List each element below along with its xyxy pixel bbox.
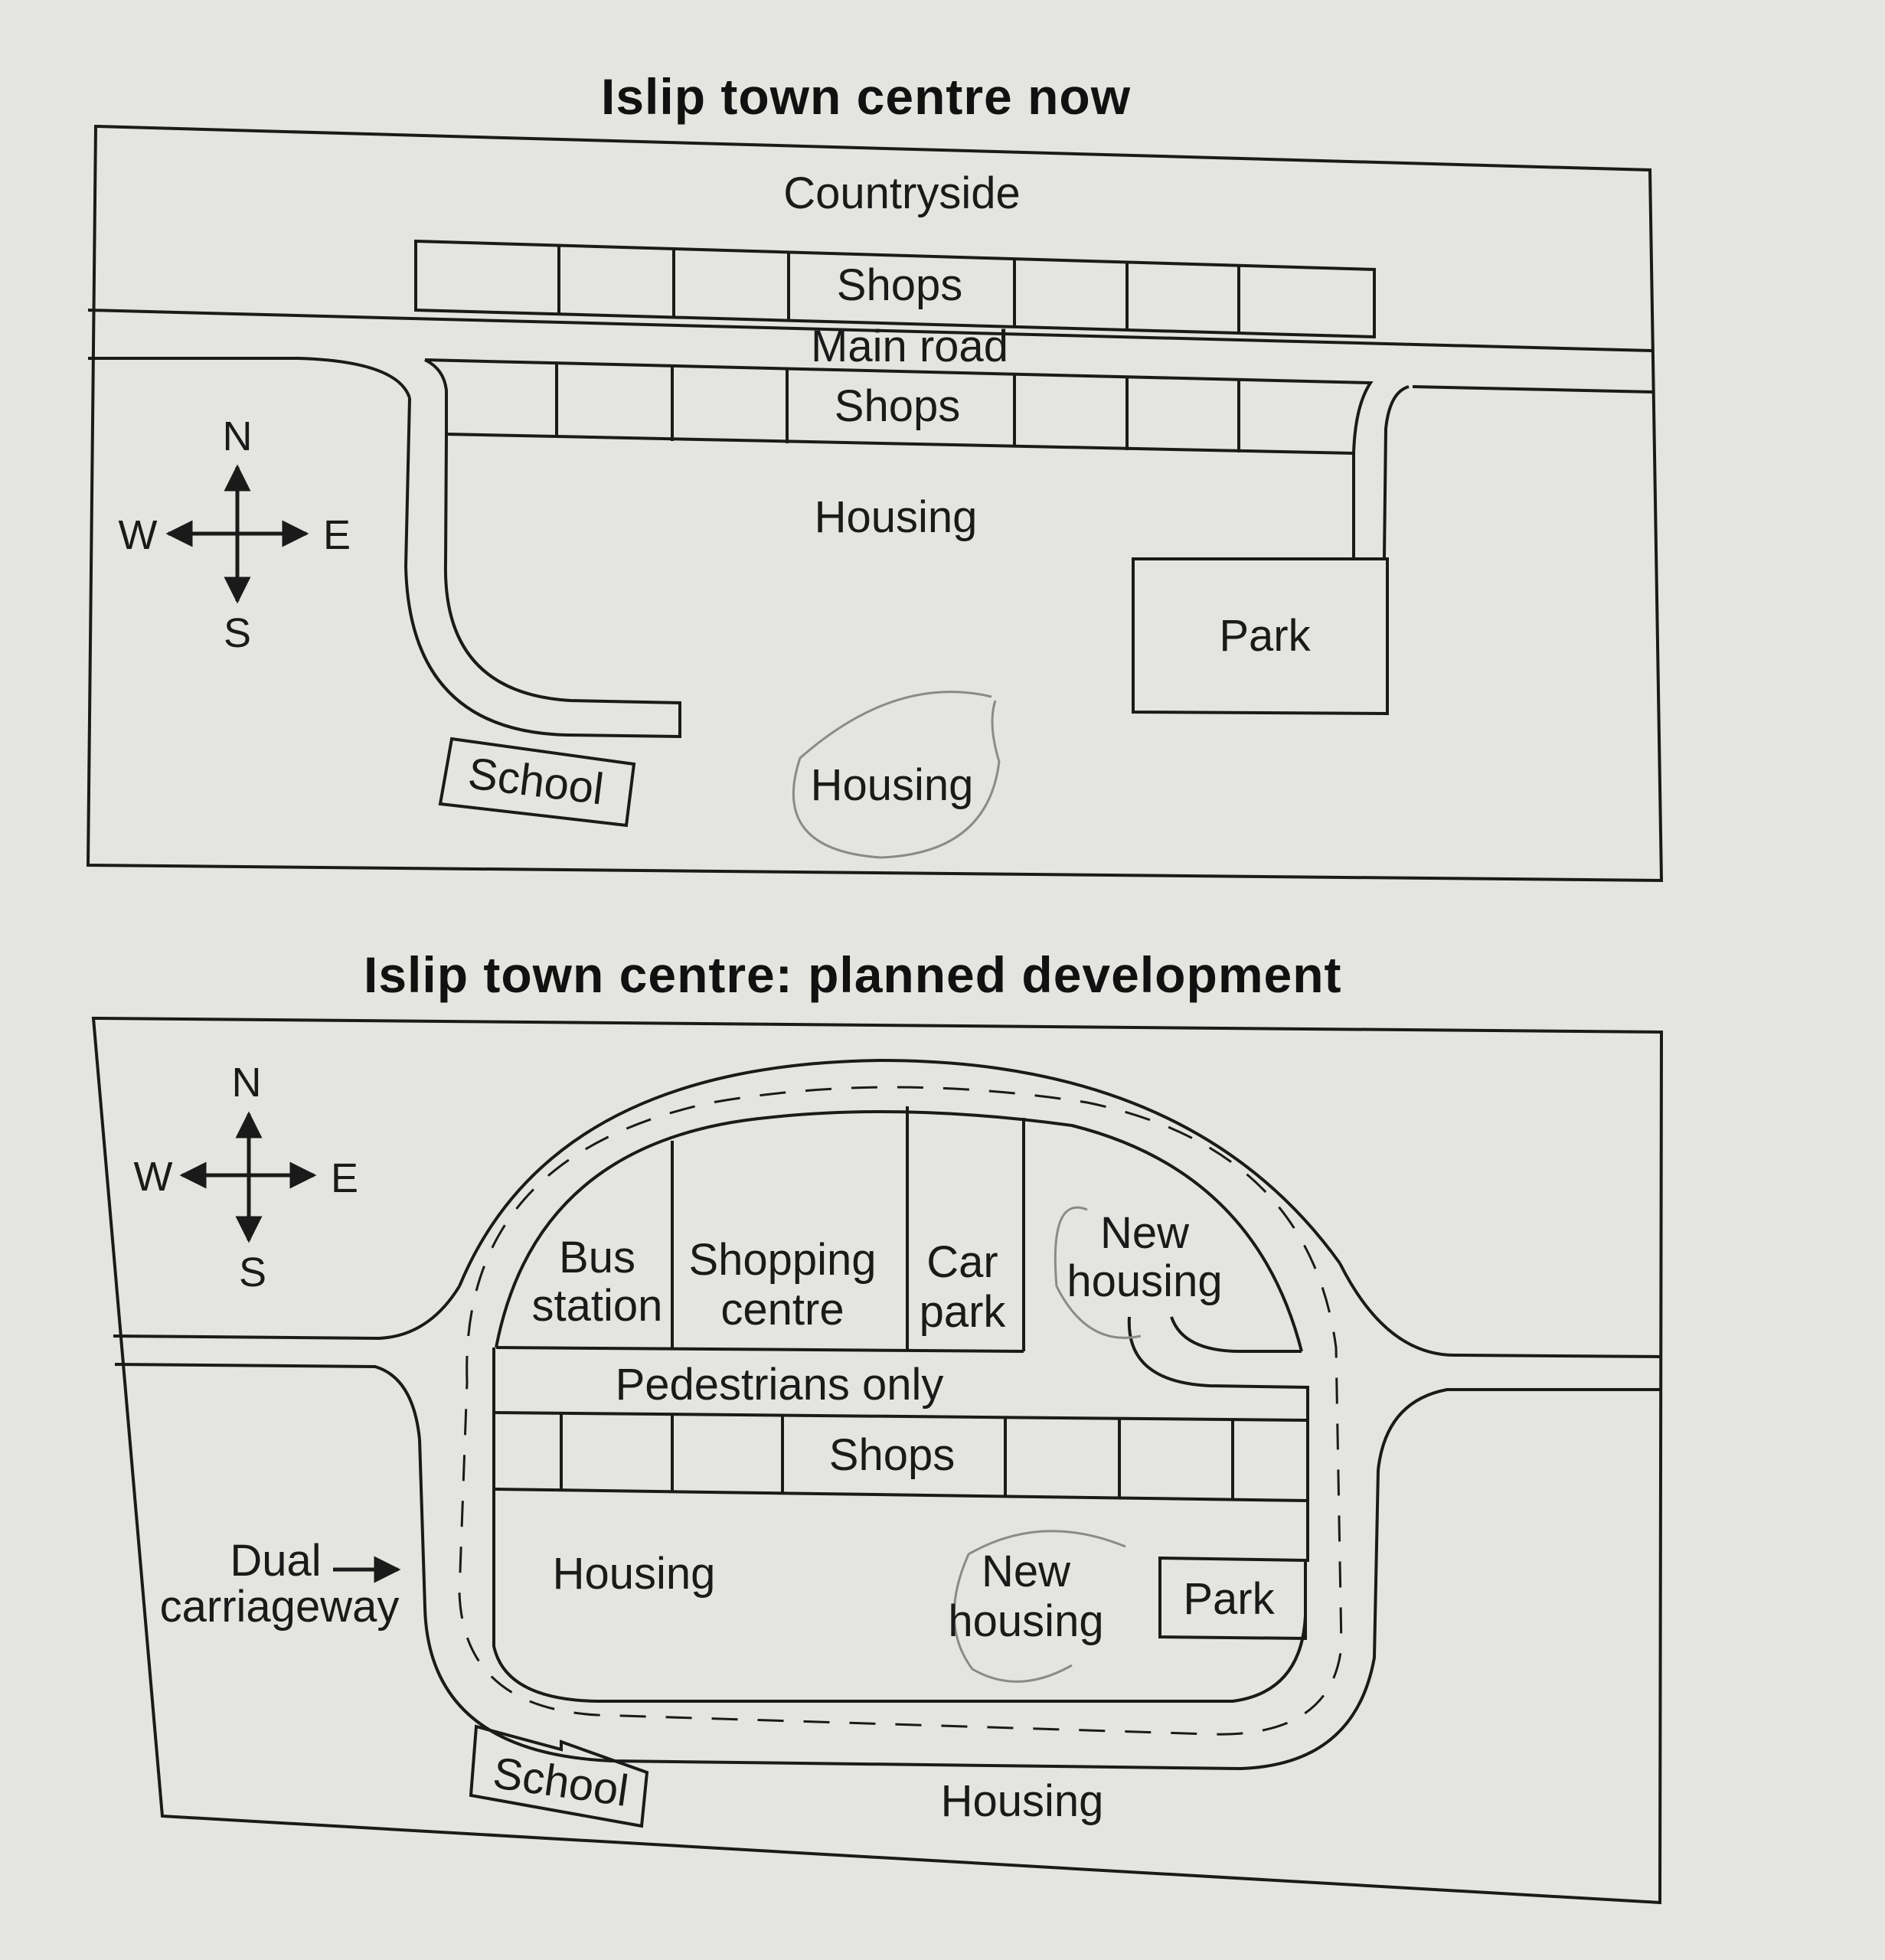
label-countryside: Countryside xyxy=(783,168,1020,218)
east-approach-road xyxy=(1338,1263,1662,1358)
pencil-circle-south xyxy=(952,1530,1126,1683)
compass-planned-e: E xyxy=(331,1155,358,1201)
label-new-housing-north-2: housing xyxy=(1067,1256,1222,1306)
main-road-south-edge-east xyxy=(1383,385,1410,558)
compass-now-n: N xyxy=(223,413,253,459)
school-now-box xyxy=(438,737,636,828)
label-new-housing-south-2: housing xyxy=(948,1596,1103,1646)
park-now-box xyxy=(1132,557,1389,716)
map-now-title: Islip town centre now xyxy=(601,68,1132,125)
main-road-north-edge xyxy=(87,309,1653,352)
label-bus-station-2: station xyxy=(532,1281,663,1331)
compass-planned xyxy=(179,1111,317,1243)
compass-planned-w: W xyxy=(134,1154,173,1200)
label-shops-planned: Shops xyxy=(829,1430,955,1480)
map-planned xyxy=(91,1016,1664,1905)
new-housing-north-block xyxy=(1127,1316,1309,1562)
inner-ring-south xyxy=(492,1493,1307,1703)
west-approach-road-south xyxy=(114,1363,421,1440)
compass-now-e: E xyxy=(323,512,351,558)
inner-ring-north xyxy=(495,1110,1303,1352)
label-housing-south-planned: Housing xyxy=(941,1776,1104,1826)
school-planned-box xyxy=(469,1724,649,1828)
label-shops-south: Shops xyxy=(835,381,960,431)
west-side-road xyxy=(403,397,681,739)
map-now xyxy=(86,124,1664,883)
map-planned-frame xyxy=(91,1016,1664,1905)
east-approach-road-south xyxy=(1377,1388,1661,1471)
dual-carriageway-centre-line xyxy=(458,1086,1343,1736)
label-dual-carriageway-2: carriageway xyxy=(160,1582,400,1632)
label-car-park-1: Car xyxy=(926,1237,998,1287)
label-shops-north: Shops xyxy=(837,260,962,310)
pencil-circle-north xyxy=(1054,1206,1142,1339)
top-blocks-bottom xyxy=(495,1346,1024,1353)
label-new-housing-south-1: New xyxy=(982,1547,1071,1596)
shops-row-planned xyxy=(492,1348,1308,1502)
main-road-south-edge-west xyxy=(88,357,411,399)
west-approach-road xyxy=(113,1285,461,1341)
label-new-housing-north-1: New xyxy=(1100,1208,1190,1258)
label-car-park-2: park xyxy=(920,1287,1007,1337)
compass-now-w: W xyxy=(119,512,158,558)
label-park-now: Park xyxy=(1219,611,1311,661)
park-planned-box xyxy=(1158,1556,1307,1641)
shops-south-block xyxy=(424,358,1374,456)
compass-planned-n: N xyxy=(232,1060,262,1106)
label-housing-inner: Housing xyxy=(553,1549,716,1599)
map-now-frame xyxy=(86,124,1664,883)
label-park-planned: Park xyxy=(1183,1574,1275,1624)
shops-north-block xyxy=(414,239,1376,339)
label-shopping-centre-1: Shopping xyxy=(688,1235,876,1285)
label-pedestrians-only: Pedestrians only xyxy=(616,1360,944,1410)
compass-planned-s: S xyxy=(239,1250,266,1295)
map-planned-title: Islip town centre: planned development xyxy=(364,946,1342,1003)
label-dual-carriageway-1: Dual xyxy=(230,1536,321,1586)
compass-now xyxy=(165,464,309,604)
compass-now-s: S xyxy=(224,610,251,656)
main-road-south-edge-east-2 xyxy=(1412,385,1655,394)
pencil-circle-now xyxy=(792,691,1001,859)
label-main-road: Main road xyxy=(811,322,1008,371)
label-shopping-centre-2: centre xyxy=(720,1285,844,1334)
label-housing-south-now: Housing xyxy=(811,760,974,810)
label-bus-station-1: Bus xyxy=(559,1233,635,1282)
label-housing-centre: Housing xyxy=(815,492,978,542)
